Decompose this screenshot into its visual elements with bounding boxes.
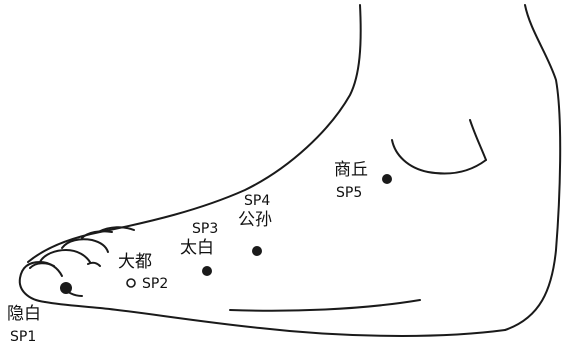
ankle-bone-curve: [392, 140, 486, 174]
point-label-sp5-name: 商丘: [334, 162, 368, 179]
fourth-toe-outline: [82, 231, 112, 238]
point-label-sp3-code: SP3: [192, 222, 218, 236]
point-label-sp2-name: 大都: [118, 254, 152, 271]
point-label-sp3-name: 太白: [180, 240, 214, 257]
point-label-sp1-code: SP1: [10, 330, 36, 344]
arch-inner-line: [230, 300, 420, 311]
acupoint-marker-sp3: [202, 266, 212, 276]
big-toe-outline: [20, 262, 62, 302]
acupoint-marker-sp5: [382, 174, 392, 184]
toe-crease-2: [88, 263, 100, 266]
leg-contour-line: [470, 120, 486, 160]
acupoint-marker-sp4: [252, 246, 262, 256]
point-label-sp4-name: 公孙: [238, 212, 272, 229]
acupoint-marker-sp1: [60, 282, 72, 294]
point-label-sp5-code: SP5: [336, 186, 362, 200]
toenail-line: [30, 263, 54, 268]
sole-line: [45, 302, 505, 336]
point-label-sp2-code: SP2: [142, 277, 168, 291]
second-toe-outline: [40, 250, 90, 262]
acupoint-marker-sp2: [127, 279, 135, 287]
point-label-sp4-code: SP4: [244, 194, 270, 208]
point-label-sp1-name: 隐白: [7, 306, 41, 323]
heel-back-line: [505, 5, 560, 330]
